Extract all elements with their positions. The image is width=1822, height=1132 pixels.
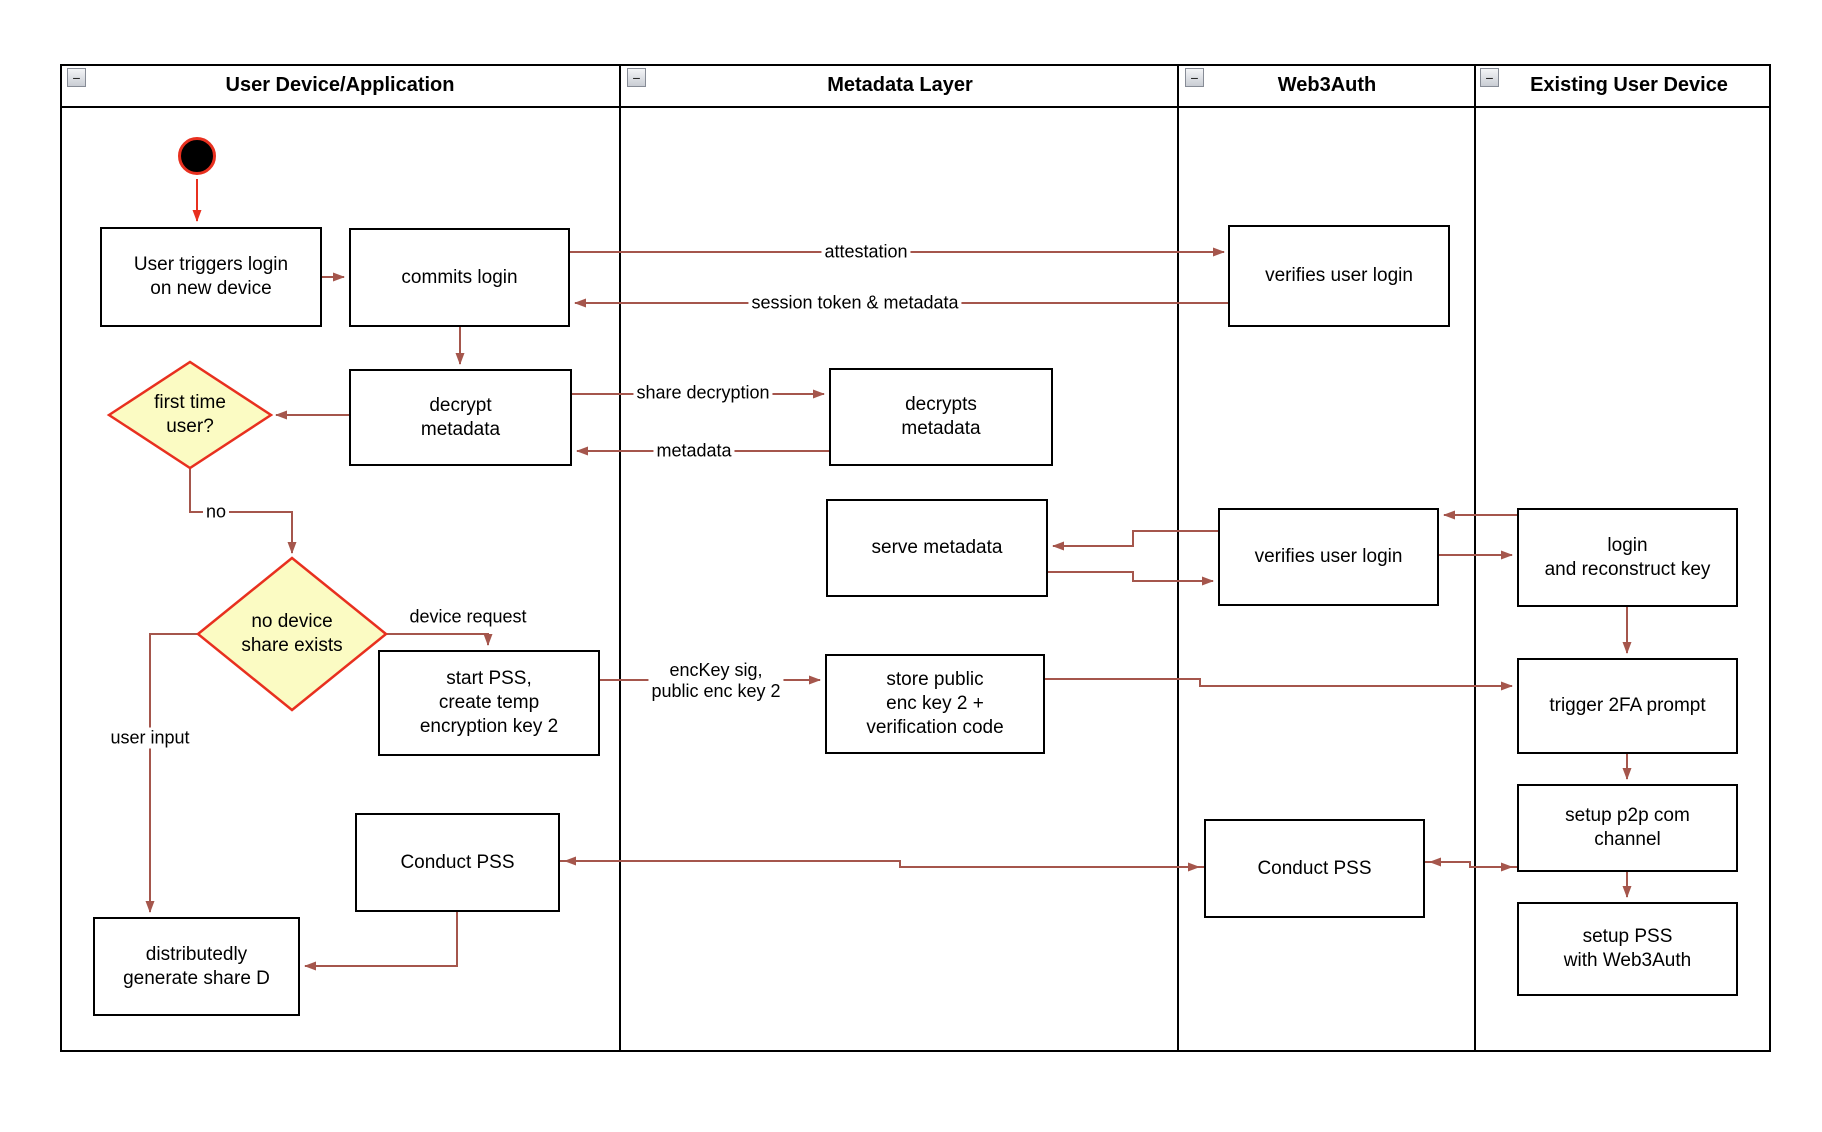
node-setup-pss: setup PSS with Web3Auth xyxy=(1517,902,1738,996)
lane-title-existing-device: Existing User Device xyxy=(1530,73,1728,96)
node-verifies-login-2: verifies user login xyxy=(1218,508,1439,606)
collapse-icon[interactable]: − xyxy=(627,68,646,87)
lane-title-user-device: User Device/Application xyxy=(225,73,455,96)
header-separator xyxy=(60,106,1771,108)
edge-label-device-request: device request xyxy=(409,606,527,627)
node-decrypt-metadata: decrypt metadata xyxy=(349,369,572,466)
node-store-public-key: store public enc key 2 + verification co… xyxy=(825,654,1045,754)
node-decrypts-metadata: decrypts metadata xyxy=(829,368,1053,466)
node-commits-login: commits login xyxy=(349,228,570,327)
lane-title-web3auth: Web3Auth xyxy=(1277,73,1377,96)
collapse-icon[interactable]: − xyxy=(1185,68,1204,87)
node-setup-p2p: setup p2p com channel xyxy=(1517,784,1738,872)
decision-first-time-user: first time user? xyxy=(154,392,226,437)
edge-label-no: no xyxy=(202,501,230,523)
lane-divider-2 xyxy=(1177,64,1179,1052)
decision-no-device-share: no device share exists xyxy=(241,611,343,656)
node-user-triggers-login: User triggers login on new device xyxy=(100,227,322,327)
diagram-frame xyxy=(60,64,1771,1052)
node-conduct-pss-user: Conduct PSS xyxy=(355,813,560,912)
edge-label-attestation: attestation xyxy=(821,241,911,263)
lane-divider-1 xyxy=(619,64,621,1052)
collapse-icon[interactable]: − xyxy=(67,68,86,87)
node-start-pss: start PSS, create temp encryption key 2 xyxy=(378,650,600,756)
node-conduct-pss-web3: Conduct PSS xyxy=(1204,819,1425,918)
node-generate-share-d: distributedly generate share D xyxy=(93,917,300,1016)
start-node xyxy=(178,137,216,175)
node-serve-metadata: serve metadata xyxy=(826,499,1048,597)
node-trigger-2fa: trigger 2FA prompt xyxy=(1517,658,1738,754)
node-login-reconstruct: login and reconstruct key xyxy=(1517,508,1738,607)
collapse-icon[interactable]: − xyxy=(1480,68,1499,87)
edge-label-enckey: encKey sig, public enc key 2 xyxy=(648,660,784,702)
edge-label-metadata: metadata xyxy=(653,440,735,462)
edge-label-share-decryption: share decryption xyxy=(633,382,773,404)
edge-label-session-token: session token & metadata xyxy=(748,292,962,314)
lane-title-metadata-layer: Metadata Layer xyxy=(827,73,973,96)
lane-divider-3 xyxy=(1474,64,1476,1052)
node-verifies-login-1: verifies user login xyxy=(1228,225,1450,327)
edge-label-user-input: user input xyxy=(107,727,193,749)
